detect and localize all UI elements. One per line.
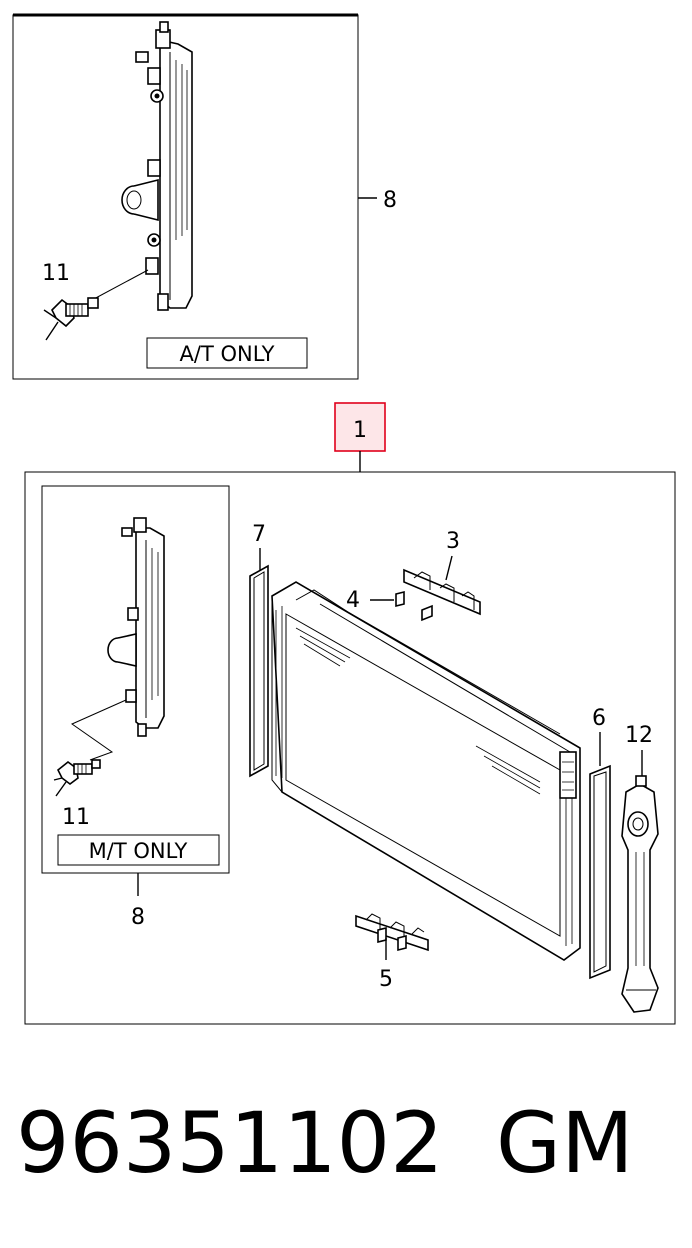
callout-8-bottom: 8 <box>131 905 145 930</box>
mt-side-tank-drawing <box>70 517 165 761</box>
mt-only-note: M/T ONLY <box>89 839 188 863</box>
bracket-upper: 3 <box>403 529 481 622</box>
clip: 4 <box>346 588 405 613</box>
part-number: 96351102 <box>16 1094 444 1192</box>
at-only-inset: 8 <box>12 13 397 380</box>
brand-label: GM <box>496 1094 634 1192</box>
bracket-lower: 5 <box>355 913 429 992</box>
at-only-note: A/T ONLY <box>180 342 275 366</box>
callout-6: 6 <box>592 706 606 731</box>
callout-5: 5 <box>379 967 393 992</box>
callout-3: 3 <box>446 529 460 554</box>
callout-11-mt: 11 <box>62 805 90 830</box>
drain-plug-mt <box>53 759 101 797</box>
at-side-tank-drawing <box>91 21 193 311</box>
callout-11-top: 11 <box>42 261 70 286</box>
mt-only-inset: 11 M/T ONLY 8 <box>41 485 230 930</box>
seal-right: 6 <box>589 706 611 980</box>
side-tank-right: 12 <box>621 723 659 1013</box>
callout-7: 7 <box>252 522 266 547</box>
mt-only-note-box <box>57 834 220 866</box>
callout-4: 4 <box>346 588 360 613</box>
callout-1: 1 <box>353 418 367 443</box>
callout-1-highlight: 1 <box>334 402 386 472</box>
callout-8-top: 8 <box>383 188 397 213</box>
radiator-core <box>271 581 581 961</box>
seal-left: 7 <box>249 522 269 778</box>
main-assembly-frame <box>24 471 676 1025</box>
drain-plug-top <box>43 297 99 341</box>
callout-12: 12 <box>625 723 653 748</box>
at-only-note-box <box>146 337 308 369</box>
